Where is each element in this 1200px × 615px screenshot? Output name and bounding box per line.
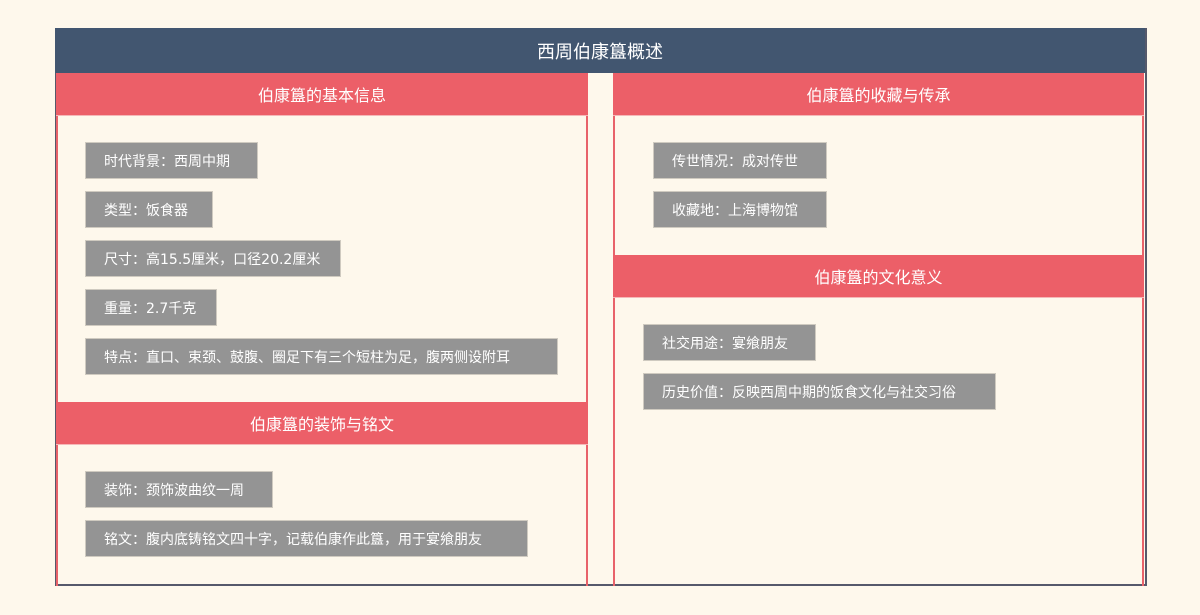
right-column: 伯康簋的收藏与传承 传世情况：成对传世 收藏地：上海博物馆 伯康簋的文化意义 社… [613,73,1144,586]
node-inscription: 铭文：腹内底铸铭文四十字，记载伯康作此簋，用于宴飨朋友 [85,520,528,557]
node-features: 特点：直口、束颈、鼓腹、圈足下有三个短柱为足，腹两侧设附耳 [85,338,558,375]
node-era: 时代背景：西周中期 [85,142,258,179]
section-header-cultural-significance: 伯康簋的文化意义 [613,255,1144,298]
node-social-use: 社交用途：宴飨朋友 [643,324,816,361]
node-historical-value: 历史价值：反映西周中期的饭食文化与社交习俗 [643,373,996,410]
node-transmission: 传世情况：成对传世 [653,142,827,179]
section-header-basic-info: 伯康簋的基本信息 [56,73,588,116]
diagram-title: 西周伯康簋概述 [55,28,1145,73]
section-header-decoration-inscription: 伯康簋的装饰与铭文 [56,402,588,445]
node-type: 类型：饭食器 [85,191,213,228]
node-decoration: 装饰：颈饰波曲纹一周 [85,471,273,508]
left-column: 伯康簋的基本信息 时代背景：西周中期 类型：饭食器 尺寸：高15.5厘米，口径2… [56,73,588,586]
node-weight: 重量：2.7千克 [85,289,217,326]
node-size: 尺寸：高15.5厘米，口径20.2厘米 [85,240,341,277]
section-header-collection: 伯康簋的收藏与传承 [613,73,1144,116]
node-collection-site: 收藏地：上海博物馆 [653,191,827,228]
